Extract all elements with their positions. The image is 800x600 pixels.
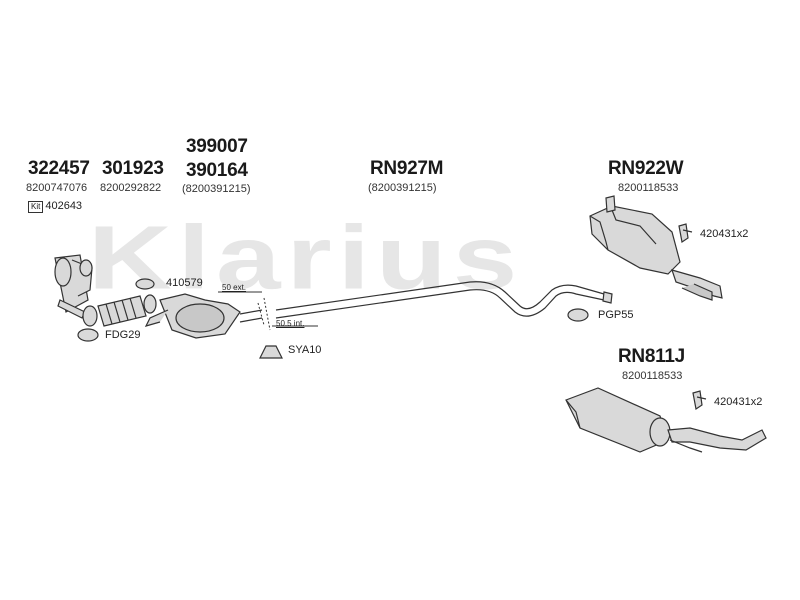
oem-number-390164: (8200391215) — [182, 183, 251, 195]
hanger-top-label: 420431x2 — [700, 228, 749, 240]
fitting-pgp55-label: PGP55 — [598, 309, 634, 321]
kit-number: 402643 — [45, 200, 83, 212]
part-number-rn811j: RN811J — [618, 346, 685, 367]
fitting-sya10-label: SYA10 — [288, 344, 322, 356]
part-number-rn922w: RN922W — [608, 158, 684, 179]
fitting-fdg29-label: FDG29 — [105, 329, 141, 341]
front-section-drawing — [144, 293, 263, 339]
part-number-399007: 399007 — [186, 136, 248, 157]
gasket-410579-icon — [135, 278, 155, 290]
hanger-top-icon — [678, 223, 693, 244]
oem-number-301923: 8200292822 — [100, 182, 162, 194]
oem-number-rn922w: 8200118533 — [618, 182, 679, 194]
mounting-rubber-sya10-icon — [259, 345, 283, 359]
hanger-bottom-icon — [692, 390, 707, 411]
fitting-410579-label: 410579 — [166, 277, 203, 289]
part-number-322457: 322457 — [28, 158, 90, 179]
oem-number-rn927m: (8200391215) — [368, 182, 437, 194]
oem-number-rn811j: 8200118533 — [622, 370, 683, 382]
dimension-ext-label: 50 ext. — [222, 283, 247, 292]
part-number-390164: 390164 — [186, 160, 248, 181]
hanger-bottom-label: 420431x2 — [714, 396, 763, 408]
gasket-fdg29-icon — [77, 328, 99, 342]
rear-silencer-top-drawing — [589, 195, 723, 301]
part-number-301923: 301923 — [102, 158, 164, 179]
flexi-pipe-drawing — [82, 294, 157, 327]
oem-number-322457: 8200747076 — [26, 182, 88, 194]
brand-watermark: Klarius — [88, 206, 524, 308]
part-number-rn927m: RN927M — [370, 158, 444, 179]
clamp-pgp55-icon — [567, 308, 589, 322]
dimension-marker — [218, 291, 318, 331]
rear-silencer-bottom-drawing — [565, 387, 767, 453]
dimension-int-label: 50.5 int. — [276, 319, 305, 328]
catalyst-drawing — [54, 254, 93, 319]
kit-icon: Kit — [28, 201, 44, 213]
centre-pipe-drawing — [275, 281, 605, 319]
